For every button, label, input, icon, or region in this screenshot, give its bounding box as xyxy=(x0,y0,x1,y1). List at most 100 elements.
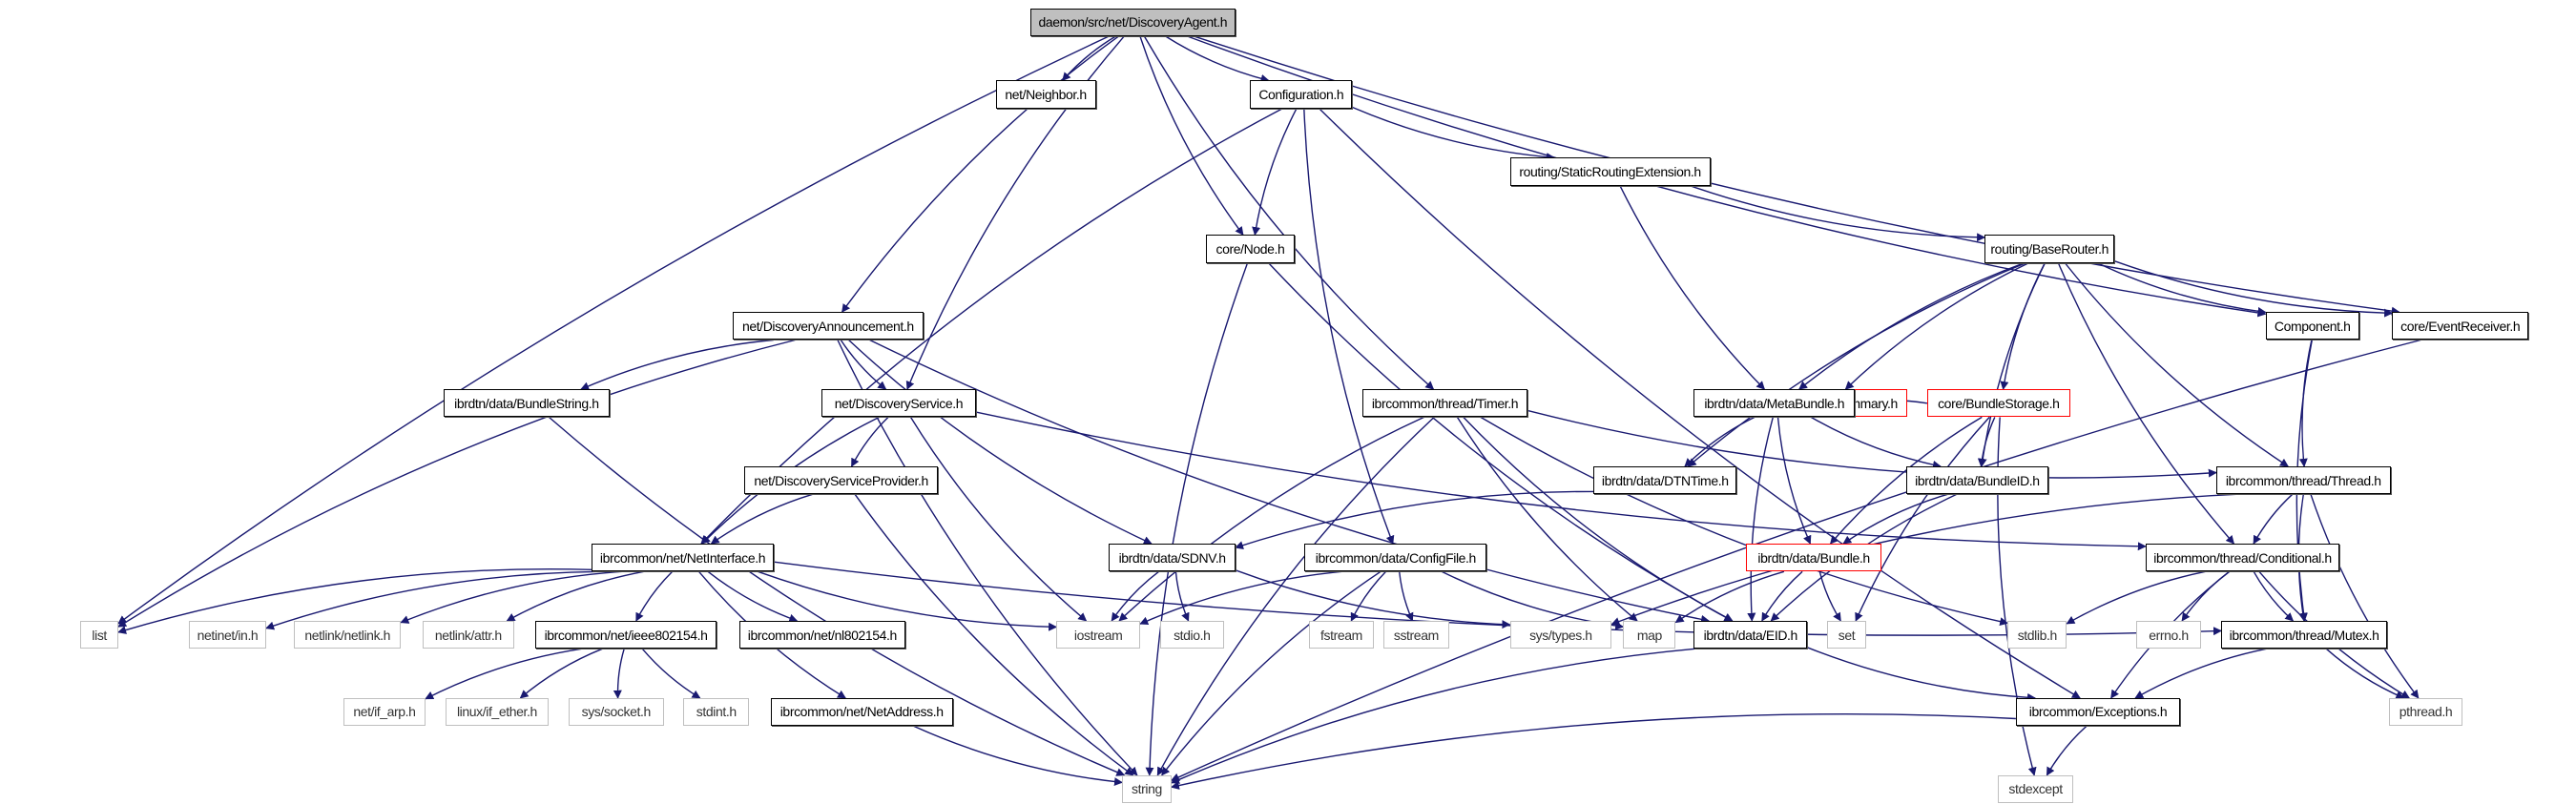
node-if-ether[interactable]: linux/if_ether.h xyxy=(445,697,550,727)
edge-netinterface-to-netlink_attr xyxy=(506,570,644,622)
node-list[interactable]: list xyxy=(80,620,118,649)
edge-announcement-to-list xyxy=(117,339,796,628)
node-node[interactable]: core/Node.h xyxy=(1205,235,1295,263)
node-dtntime[interactable]: ibrdtn/data/DTNTime.h xyxy=(1593,466,1737,495)
edge-conditional-to-stdlib xyxy=(2066,570,2206,625)
node-baserouter[interactable]: routing/BaseRouter.h xyxy=(1984,235,2115,263)
node-label: ibrcommon/net/ieee802154.h xyxy=(544,627,708,643)
node-label: net/Neighbor.h xyxy=(1005,87,1087,102)
node-sdnv[interactable]: ibrdtn/data/SDNV.h xyxy=(1109,543,1236,572)
node-provider[interactable]: net/DiscoveryServiceProvider.h xyxy=(744,466,939,495)
node-component[interactable]: Component.h xyxy=(2265,312,2359,340)
edge-bundleid-to-bundle xyxy=(1842,493,1948,545)
node-systypes[interactable]: sys/types.h xyxy=(1509,620,1612,649)
node-configfile[interactable]: ibrcommon/data/ConfigFile.h xyxy=(1304,543,1487,572)
node-label: pthread.h xyxy=(2399,704,2453,720)
node-bundle[interactable]: ibrdtn/data/Bundle.h xyxy=(1746,543,1881,572)
edge-exceptions-to-stdexcept xyxy=(2046,725,2088,776)
node-netinet-in[interactable]: netinet/in.h xyxy=(189,620,266,649)
edge-configfile-to-map xyxy=(1441,570,1625,630)
node-label: stdio.h xyxy=(1174,627,1211,643)
edge-baserouter-to-bundleid xyxy=(1978,262,2046,467)
edge-announcement-to-service xyxy=(840,340,887,390)
node-metabundle[interactable]: ibrdtn/data/MetaBundle.h xyxy=(1693,389,1856,418)
node-label: routing/BaseRouter.h xyxy=(1990,240,2109,257)
node-configuration[interactable]: Configuration.h xyxy=(1250,80,1353,109)
node-label: fstream xyxy=(1320,627,1362,643)
node-neighbor[interactable]: net/Neighbor.h xyxy=(995,80,1096,109)
edge-announcement-to-eid xyxy=(869,339,1710,624)
node-label: ibrcommon/thread/Mutex.h xyxy=(2229,627,2379,643)
node-if-arp[interactable]: net/if_arp.h xyxy=(343,697,426,727)
edge-bundle-to-set xyxy=(1818,571,1841,622)
node-fstream[interactable]: fstream xyxy=(1309,620,1374,649)
node-label: linux/if_ether.h xyxy=(456,704,537,720)
edge-conditional-to-errno xyxy=(2181,570,2230,622)
node-eid[interactable]: ibrdtn/data/EID.h xyxy=(1693,620,1808,649)
node-agent[interactable]: daemon/src/net/DiscoveryAgent.h xyxy=(1029,8,1236,36)
edge-sdnv-to-iostream xyxy=(1111,570,1160,622)
edge-baserouter-to-bundlestorage xyxy=(2000,262,2046,390)
edge-mutex-to-pthread xyxy=(2325,648,2405,699)
edge-ieee802154-to-stdint xyxy=(641,648,701,699)
edge-staticrouting-to-baserouter xyxy=(1689,184,1986,242)
node-label: net/DiscoveryService.h xyxy=(834,395,964,411)
node-label: stdexcept xyxy=(2008,781,2063,797)
node-sstream[interactable]: sstream xyxy=(1382,620,1449,649)
edge-configuration-to-node xyxy=(1252,108,1298,237)
node-socket[interactable]: sys/socket.h xyxy=(568,697,664,727)
node-bundleid[interactable]: ibrdtn/data/BundleID.h xyxy=(1905,466,2049,495)
node-netaddress[interactable]: ibrcommon/net/NetAddress.h xyxy=(770,697,953,727)
node-stdlib[interactable]: stdlib.h xyxy=(2007,620,2067,649)
node-bundlestring[interactable]: ibrdtn/data/BundleString.h xyxy=(443,389,610,418)
edge-dtntime-to-sdnv xyxy=(1235,490,1594,549)
node-stdint[interactable]: stdint.h xyxy=(683,697,750,727)
node-label: ibrcommon/net/NetInterface.h xyxy=(599,549,766,566)
node-thread[interactable]: ibrcommon/thread/Thread.h xyxy=(2215,466,2391,495)
node-netlink-attr[interactable]: netlink/attr.h xyxy=(422,620,514,649)
node-stdio[interactable]: stdio.h xyxy=(1159,620,1224,649)
node-label: ibrdtn/data/SDNV.h xyxy=(1118,549,1227,566)
node-exceptions[interactable]: ibrcommon/Exceptions.h xyxy=(2015,697,2181,727)
node-label: stdlib.h xyxy=(2017,627,2058,643)
node-label: core/Node.h xyxy=(1215,240,1285,257)
node-mutex[interactable]: ibrcommon/thread/Mutex.h xyxy=(2221,620,2388,649)
node-conditional[interactable]: ibrcommon/thread/Conditional.h xyxy=(2145,543,2340,572)
node-netlink-netlink[interactable]: netlink/netlink.h xyxy=(294,620,402,649)
edge-agent-to-node xyxy=(1139,35,1244,236)
edge-baserouter-to-metabundle xyxy=(1798,261,2025,390)
edge-service-to-provider xyxy=(850,416,889,467)
node-label: ibrdtn/data/Bundle.h xyxy=(1757,549,1870,566)
edge-netinterface-to-netlink_netlink xyxy=(400,570,623,624)
node-nl802154[interactable]: ibrcommon/net/nl802154.h xyxy=(738,620,905,649)
node-string[interactable]: string xyxy=(1122,774,1172,804)
node-set[interactable]: set xyxy=(1826,620,1867,649)
node-announcement[interactable]: net/DiscoveryAnnouncement.h xyxy=(733,312,924,340)
node-map[interactable]: map xyxy=(1623,620,1676,649)
node-errno[interactable]: errno.h xyxy=(2135,620,2202,649)
node-iostream[interactable]: iostream xyxy=(1056,620,1141,649)
node-timer[interactable]: ibrcommon/thread/Timer.h xyxy=(1361,389,1528,418)
node-label: ibrdtn/data/MetaBundle.h xyxy=(1704,395,1845,411)
edge-bundlestring-to-string xyxy=(548,416,1126,776)
node-eventreceiver[interactable]: core/EventReceiver.h xyxy=(2392,312,2529,340)
edge-configfile-to-fstream xyxy=(1350,570,1387,622)
node-bundlestorage[interactable]: core/BundleStorage.h xyxy=(1926,389,2070,418)
node-pthread[interactable]: pthread.h xyxy=(2388,697,2463,727)
edge-ieee802154-to-socket xyxy=(613,649,625,699)
edge-configfile-to-iostream xyxy=(1139,570,1342,626)
edge-baserouter-to-bundlesummary xyxy=(1844,261,2030,390)
edge-netinterface-to-nl802154 xyxy=(707,570,799,623)
node-label: ibrcommon/thread/Conditional.h xyxy=(2153,549,2332,566)
node-service[interactable]: net/DiscoveryService.h xyxy=(821,389,976,418)
node-netinterface[interactable]: ibrcommon/net/NetInterface.h xyxy=(591,543,775,572)
node-staticrouting[interactable]: routing/StaticRoutingExtension.h xyxy=(1509,157,1711,186)
node-label: iostream xyxy=(1073,627,1123,643)
edge-metabundle-to-eid xyxy=(1747,417,1774,622)
node-ieee802154[interactable]: ibrcommon/net/ieee802154.h xyxy=(535,620,717,649)
node-label: map xyxy=(1636,627,1662,643)
node-stdexcept[interactable]: stdexcept xyxy=(1997,774,2074,804)
edge-bundle-to-map xyxy=(1674,570,1785,624)
edge-bundlestorage-to-set xyxy=(1855,416,1990,622)
node-label: ibrdtn/data/BundleID.h xyxy=(1915,472,2040,488)
